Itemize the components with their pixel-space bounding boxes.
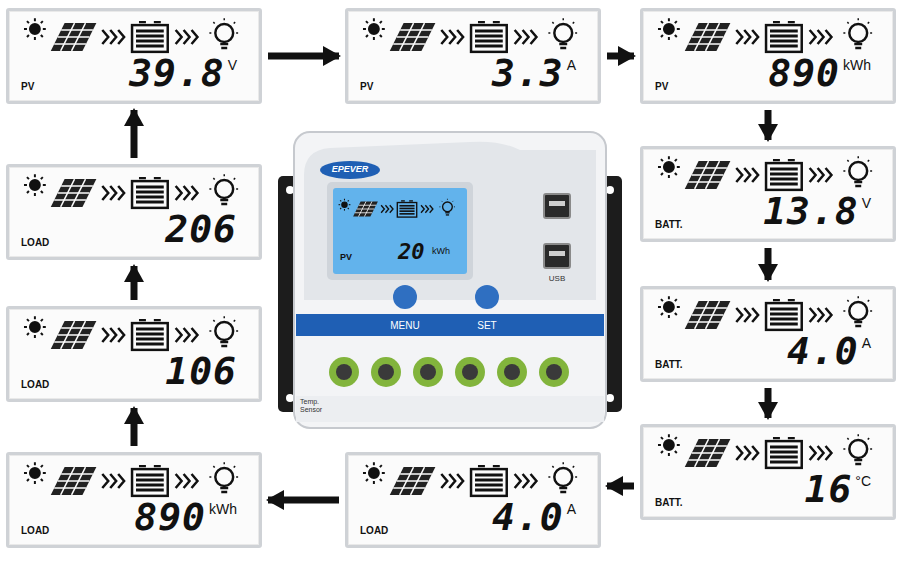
flow-arrow (607, 483, 634, 490)
lcd-screen: PV 39.8V (6, 8, 262, 104)
flow-arrow (765, 248, 772, 280)
reading-value: 206 (165, 207, 237, 251)
lcd-screen: BATT. 13.8V (640, 146, 896, 242)
reading-value: 16 (805, 467, 853, 511)
reading-unit: kWh (209, 501, 237, 517)
reading-value: 39.8 (129, 51, 225, 95)
reading-unit: A (862, 335, 871, 351)
reading: 106 (165, 349, 237, 393)
flow-arrow (268, 497, 339, 504)
reading: 16°C (805, 467, 871, 511)
lcd-screen: PV 890kWh (640, 8, 896, 104)
lcd-screen: LOAD 890kWh (6, 452, 262, 548)
port-label: USB (549, 274, 565, 283)
lcd-value: 20 (398, 240, 425, 264)
flow-arrow (765, 110, 772, 140)
reading-value: 3.3 (492, 51, 564, 95)
lcd-screen: LOAD 106 (6, 306, 262, 402)
source-label: PV (360, 81, 373, 92)
reading-value: 13.8 (763, 189, 859, 233)
port-label: Temp. Sensor (300, 398, 334, 414)
reading: 4.0A (787, 329, 871, 373)
reading: 890kWh (134, 495, 237, 539)
flow-arrow (131, 408, 138, 446)
reading-value: 4.0 (492, 495, 564, 539)
flow-arrow (131, 266, 138, 300)
source-label: PV (21, 81, 34, 92)
reading-value: 106 (165, 349, 237, 393)
source-label: BATT. (655, 359, 683, 370)
lcd-label: PV (340, 252, 352, 262)
reading-unit: A (567, 501, 576, 517)
reading-unit: °C (855, 473, 871, 489)
source-label: LOAD (21, 525, 49, 536)
button-label: SET (477, 320, 496, 331)
flow-arrow (607, 53, 634, 60)
button-label: MENU (390, 320, 419, 331)
source-label: BATT. (655, 219, 683, 230)
lcd-unit: kWh (432, 246, 450, 256)
lcd-screen: BATT. 16°C (640, 424, 896, 520)
lcd-screen: LOAD 206 (6, 164, 262, 260)
source-label: PV (655, 81, 668, 92)
reading-unit: kWh (843, 57, 871, 73)
lcd-screen: PV 3.3A (345, 8, 601, 104)
lcd-screen: LOAD 4.0A (345, 452, 601, 548)
reading: 13.8V (763, 189, 871, 233)
reading: 39.8V (129, 51, 237, 95)
reading: 3.3A (492, 51, 576, 95)
reading-value: 890 (134, 495, 206, 539)
reading: 890kWh (768, 51, 871, 95)
reading-unit: A (567, 57, 576, 73)
flow-arrow (131, 110, 138, 158)
reading-value: 4.0 (787, 329, 859, 373)
source-label: LOAD (360, 525, 388, 536)
source-label: BATT. (655, 497, 683, 508)
charge-controller: EPEVER (280, 130, 620, 430)
reading-unit: V (862, 195, 871, 211)
flow-arrow (765, 388, 772, 418)
brand-logo: EPEVER (320, 164, 380, 174)
reading-value: 890 (768, 51, 840, 95)
reading: 206 (165, 207, 237, 251)
reading: 4.0A (492, 495, 576, 539)
reading-unit: V (228, 57, 237, 73)
lcd-screen: BATT. 4.0A (640, 286, 896, 382)
source-label: LOAD (21, 237, 49, 248)
source-label: LOAD (21, 379, 49, 390)
flow-arrow (268, 53, 339, 60)
